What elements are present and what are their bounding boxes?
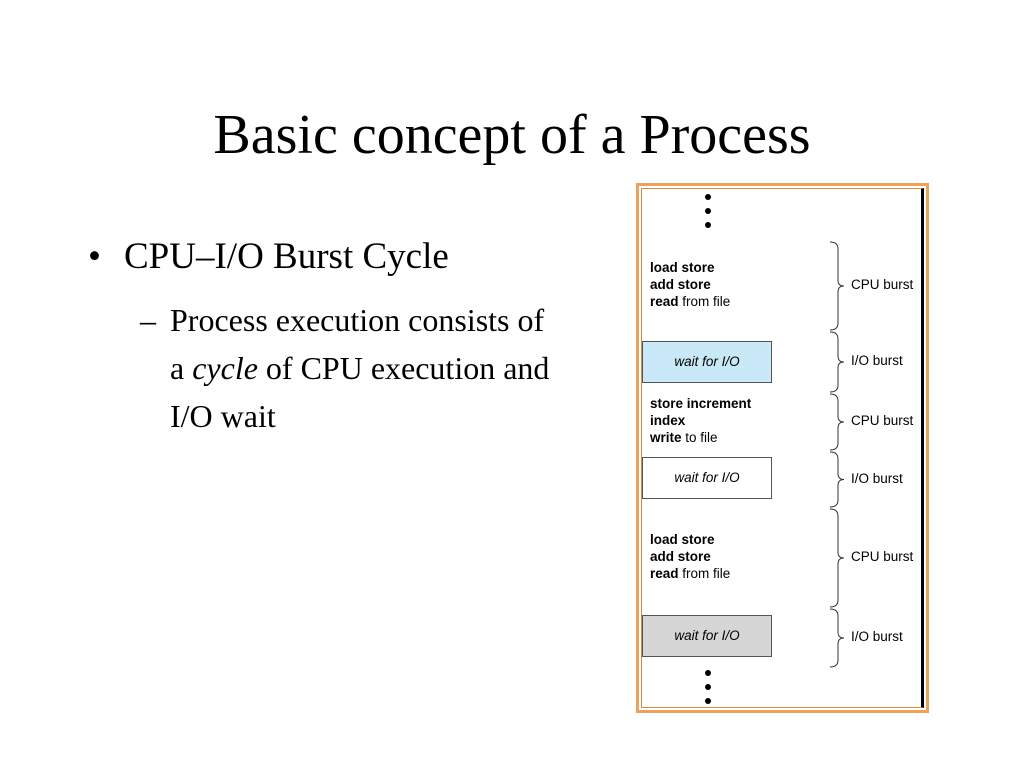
code-keyword: read [650, 566, 679, 581]
cpu-burst-label: CPU burst [851, 549, 914, 564]
wait-for-io-box: wait for I/O [642, 341, 772, 383]
io-burst-label: I/O burst [851, 470, 903, 486]
code-line: index [650, 412, 751, 429]
wait-for-io-box: wait for I/O [642, 615, 772, 657]
code-line: add store [650, 548, 730, 565]
cpu-burst-label: CPU burst [851, 413, 914, 428]
curly-brace-icon [829, 331, 845, 393]
curly-brace-icon [829, 241, 845, 331]
cpu-burst-label: CPU burst [851, 277, 914, 292]
wait-for-io-box: wait for I/O [642, 457, 772, 499]
curly-brace-icon [829, 608, 845, 668]
io-burst-label: I/O burst [851, 629, 903, 644]
code-keyword: add store [650, 549, 711, 564]
curly-brace-icon [829, 451, 845, 508]
curly-brace-icon [829, 393, 845, 451]
bullet-dash: – [140, 302, 156, 338]
code-argument: to file [681, 430, 718, 445]
io-burst-label: I/O burst [851, 353, 903, 368]
code-line: load store [650, 531, 730, 548]
code-keyword: load store [650, 532, 715, 547]
code-keyword: read [650, 294, 679, 309]
bottom-ellipsis-icon [705, 670, 713, 707]
code-argument: from file [678, 294, 731, 309]
bullet-level2-part1: Process execution consists of a [170, 302, 545, 386]
code-keyword: load store [650, 260, 715, 275]
bullet-level1-text: CPU–I/O Burst Cycle [124, 236, 449, 277]
code-keyword: write [650, 430, 682, 445]
curly-brace-icon [829, 508, 845, 608]
bullet-level2-text: Process execution consists of a cycle of… [140, 296, 560, 440]
bullet-level2-emphasis: cycle [192, 350, 258, 386]
code-argument: from file [678, 566, 731, 581]
top-ellipsis-icon [705, 194, 713, 236]
bullet-dot-icon: • [88, 236, 101, 277]
code-line: read from file [650, 293, 730, 310]
code-keyword: add store [650, 277, 711, 292]
slide-title: Basic concept of a Process [213, 104, 811, 166]
code-keyword: store increment [650, 396, 752, 411]
bullet-level2: – Process execution consists of a cycle … [140, 296, 560, 440]
code-line: add store [650, 276, 730, 293]
code-line: store increment [650, 395, 751, 412]
bullet-level2-part2: of CPU execution and I/O wait [170, 350, 550, 434]
code-line: load store [650, 259, 730, 276]
bullet-level1: • CPU–I/O Burst Cycle [88, 234, 449, 280]
code-line: read from file [650, 565, 730, 582]
code-keyword: index [650, 413, 686, 428]
code-line: write to file [650, 429, 751, 446]
